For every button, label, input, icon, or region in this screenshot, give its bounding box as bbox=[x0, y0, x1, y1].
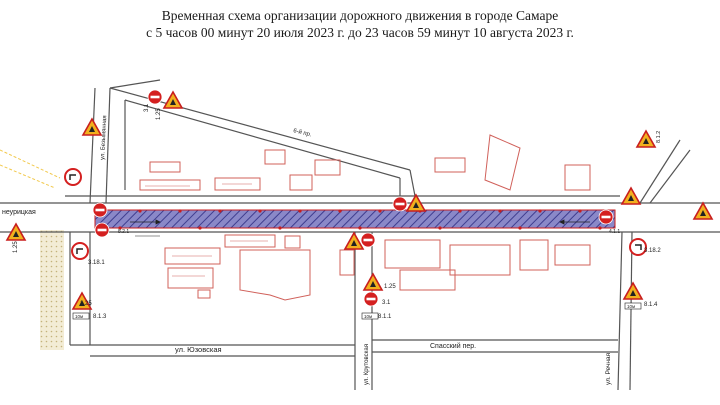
barrier-markers bbox=[98, 209, 602, 230]
roadwork-warning-icon bbox=[623, 282, 643, 300]
direction-arrow-icon bbox=[155, 219, 161, 225]
direction-arrow-icon bbox=[559, 219, 565, 225]
roadwork-warning-icon bbox=[621, 187, 641, 205]
sign-code: 8.1.3 bbox=[93, 314, 107, 320]
boundary-line bbox=[0, 149, 61, 179]
sign-code: 1.25 bbox=[384, 284, 396, 290]
roadwork-warning-icon bbox=[693, 202, 713, 220]
distance-plate bbox=[624, 302, 642, 310]
sign-code: 3.18.1 bbox=[88, 260, 105, 266]
sidewalk-area bbox=[40, 230, 64, 350]
no-entry-icon bbox=[392, 196, 408, 212]
roadwork-warning-icon bbox=[344, 232, 364, 250]
distance-plate bbox=[361, 312, 379, 320]
work-zone bbox=[94, 209, 616, 229]
distance-plate-text: 10м bbox=[364, 314, 372, 319]
roadwork-warning-icon bbox=[363, 273, 383, 291]
street-label-krutaya: ул. Крутовская bbox=[364, 344, 370, 385]
turn-prohibition-icon bbox=[629, 238, 647, 256]
sign-code: 1.25 bbox=[156, 108, 162, 120]
distance-plate-text: 10м bbox=[627, 304, 635, 309]
no-entry-icon bbox=[598, 209, 614, 225]
sign-code: 1.25 bbox=[13, 241, 19, 253]
buildings bbox=[139, 134, 591, 301]
roadwork-warning-icon bbox=[636, 130, 656, 148]
no-entry-icon bbox=[363, 291, 379, 307]
turn-prohibition-icon bbox=[64, 168, 82, 186]
map-title-line-1: Временная схема организации дорожного дв… bbox=[161, 8, 559, 23]
street-label-rechnaya: ул. Речная bbox=[605, 352, 612, 385]
map-title-line-2: с 5 часов 00 минут 20 июля 2023 г. до 23… bbox=[146, 25, 574, 40]
no-entry-icon bbox=[92, 202, 108, 218]
distance-plate-text: 10м bbox=[75, 314, 83, 319]
sign-code: 4.1.1 bbox=[609, 229, 620, 235]
street-label-spasskiy: Спасский пер. bbox=[430, 342, 476, 350]
no-entry-icon bbox=[360, 232, 376, 248]
boundary-line bbox=[0, 164, 56, 189]
street-label-bezymyannaya: ул. Безымянная bbox=[100, 115, 108, 160]
roadwork-warning-icon bbox=[163, 91, 183, 109]
street-label-proezd: 6-й пр. bbox=[293, 127, 313, 138]
sign-code: 8.2.1 bbox=[118, 229, 129, 235]
sign-code: 3.1 bbox=[144, 103, 150, 112]
street-label-yuzovskaya: ул. Юзовская bbox=[175, 345, 222, 354]
roadwork-warning-icon bbox=[82, 118, 102, 136]
street-label-neurickaya: неурицкая bbox=[2, 209, 36, 216]
sign-code: 8.1.4 bbox=[644, 302, 658, 308]
no-entry-icon bbox=[147, 89, 163, 105]
sign-code: 1.25 bbox=[80, 301, 92, 307]
sign-code: 3.1 bbox=[382, 300, 391, 306]
sign-code: 8.1.2 bbox=[656, 131, 662, 143]
turn-prohibition-icon bbox=[71, 242, 89, 260]
no-entry-icon bbox=[94, 222, 110, 238]
distance-plate bbox=[72, 312, 90, 320]
road-lines bbox=[0, 79, 720, 391]
sign-code: 3.18.2 bbox=[644, 248, 661, 254]
sign-code: 8.1.1 bbox=[378, 314, 392, 320]
